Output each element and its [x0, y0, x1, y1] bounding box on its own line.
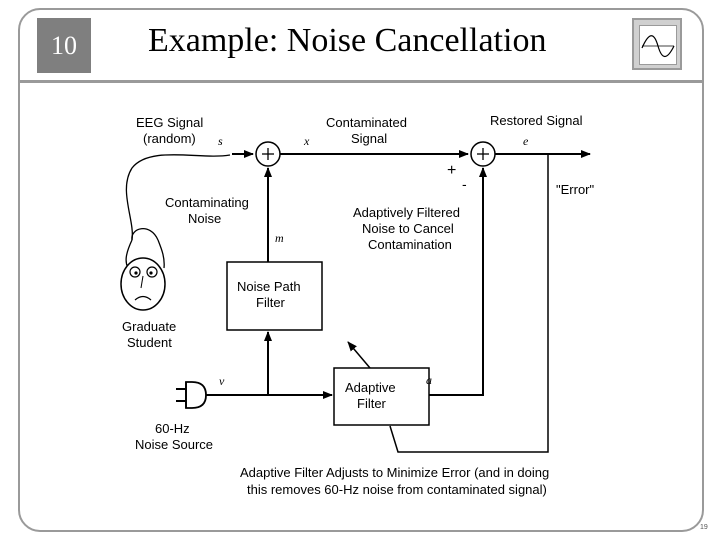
slide-number-badge: 10 [37, 18, 91, 73]
adaptive-filtered-label-2: Noise to Cancel [362, 221, 454, 236]
plug-icon [176, 381, 207, 409]
adaptive-filtered-label-1: Adaptively Filtered [353, 205, 460, 220]
header-rule [20, 80, 702, 83]
restored-signal-label: Restored Signal [490, 113, 583, 128]
error-label: "Error" [556, 182, 595, 197]
error-feedback-line [389, 154, 549, 453]
graduate-label-2: Student [127, 335, 172, 350]
var-x-label: x [303, 134, 310, 148]
summing-junction-2 [470, 141, 496, 167]
graduate-student-icon [120, 154, 231, 311]
slide-frame [18, 8, 704, 532]
contaminating-label-1: Contaminating [165, 195, 249, 210]
adaptation-arrow [347, 341, 371, 369]
var-a-label: a [426, 373, 432, 387]
contaminated-label-2: Signal [351, 131, 387, 146]
noise-source-label-2: Noise Source [135, 437, 213, 452]
contaminated-label-1: Contaminated [326, 115, 407, 130]
eeg-random-label: (random) [143, 131, 196, 146]
eeg-signal-label: EEG Signal [136, 115, 203, 130]
var-m-label: m [275, 231, 284, 245]
caption-line-1: Adaptive Filter Adjusts to Minimize Erro… [240, 465, 549, 480]
caption-line-2: this removes 60-Hz noise from contaminat… [247, 482, 547, 497]
var-v-label: v [219, 374, 225, 388]
page-number: 19 [700, 524, 708, 531]
noise-path-filter-label-1: Noise Path [237, 279, 301, 294]
adaptive-filter-label-1: Adaptive [345, 380, 396, 395]
noise-path-filter-label-2: Filter [256, 295, 286, 310]
plus-sign: + [447, 162, 456, 179]
adaptive-filter-label-2: Filter [357, 396, 387, 411]
var-s-label: s [218, 134, 223, 148]
graduate-label-1: Graduate [122, 319, 176, 334]
adaptive-filter-box [333, 367, 430, 426]
adaptive-filtered-label-3: Contamination [368, 237, 452, 252]
filtered-noise-arrow [429, 167, 487, 396]
noise-source-label-1: 60-Hz [155, 421, 190, 436]
noise-path-filter-box [226, 261, 323, 331]
summing-junction-1 [255, 141, 281, 167]
minus-sign: - [462, 176, 467, 192]
contaminating-label-2: Noise [188, 211, 221, 226]
var-e-label: e [523, 134, 529, 148]
slide-title: Example: Noise Cancellation [148, 22, 547, 59]
sine-wave-logo-icon [632, 18, 682, 70]
